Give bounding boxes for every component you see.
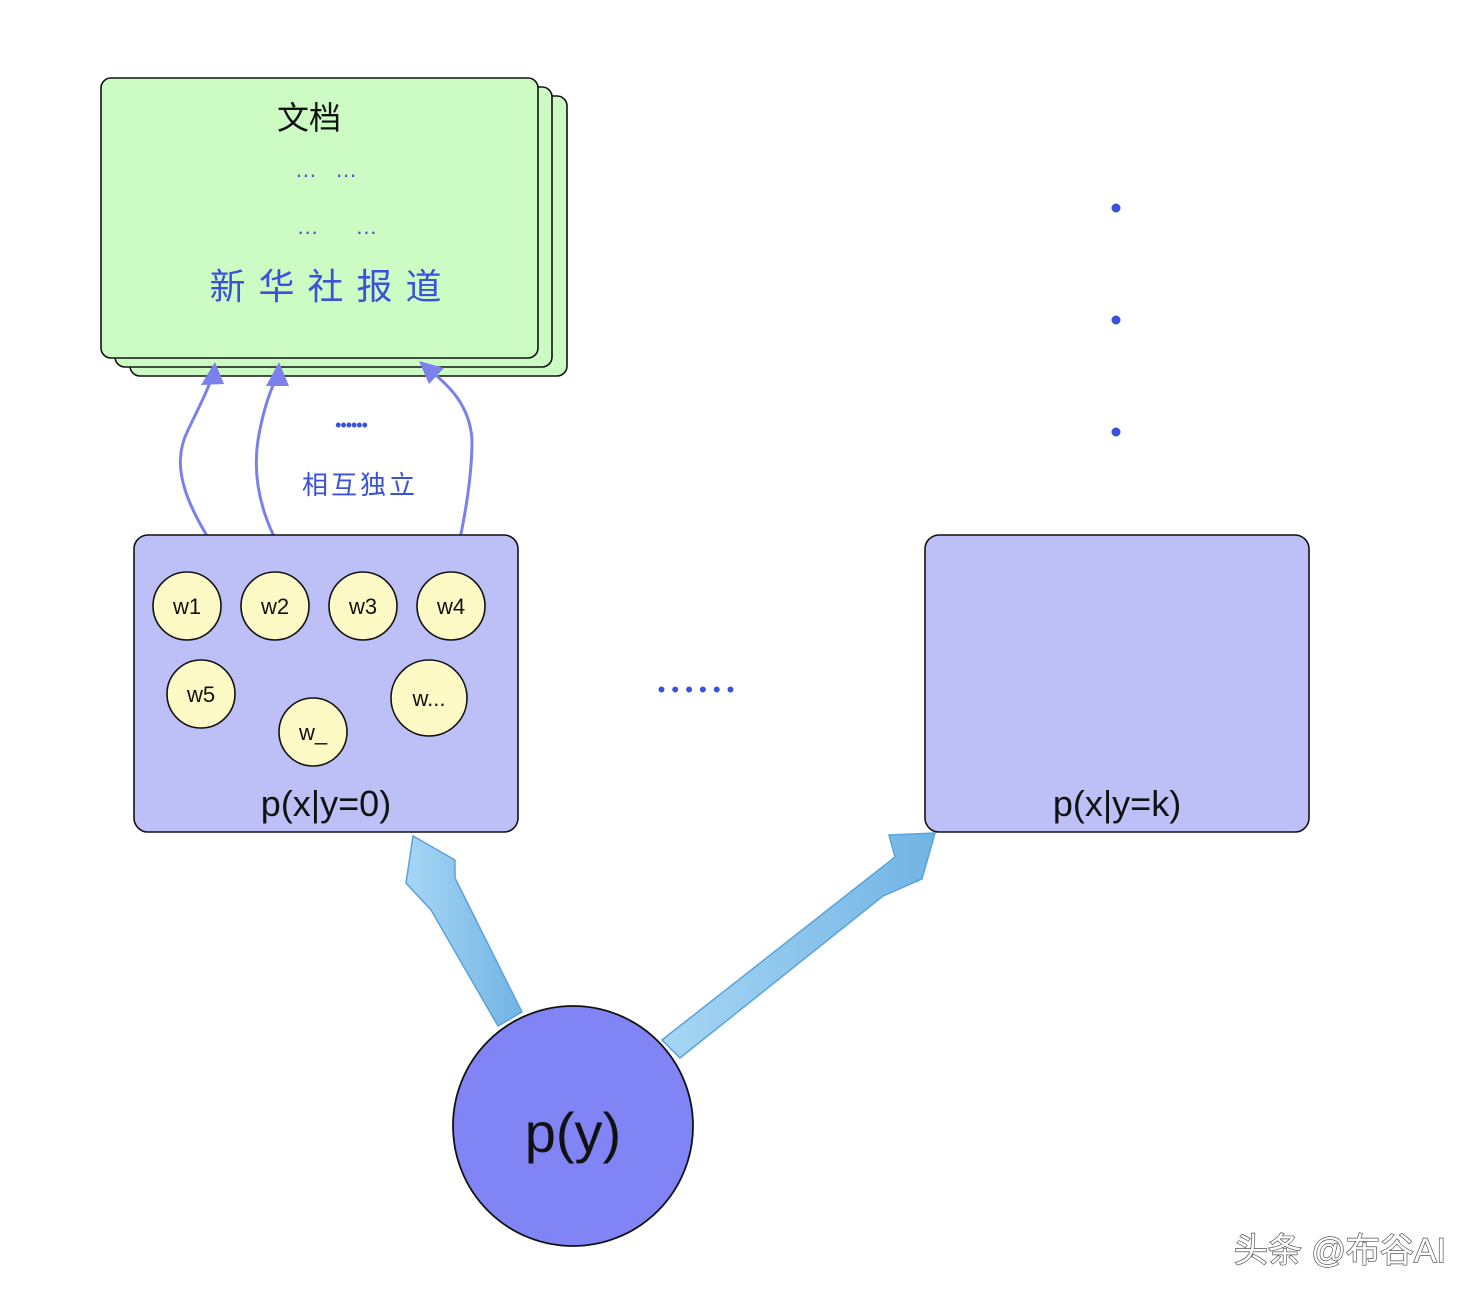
document-page-front (100, 77, 539, 359)
word-label: w5 (186, 682, 215, 707)
arrowhead-w4 (419, 361, 444, 384)
word-label: w2 (260, 594, 289, 619)
class-box-yk-label: p(x|y=k) (1053, 783, 1181, 824)
vertical-dot (1111, 203, 1121, 213)
document-headline: 新华社报道 (209, 267, 454, 308)
prior-circle (452, 1005, 694, 1247)
word-to-document-arrows (178, 370, 474, 561)
curve-arrowheads (201, 361, 444, 386)
prior-arrows (405, 832, 937, 1060)
prior-label: p(y) (525, 1101, 621, 1164)
word-label: w_ (298, 720, 328, 745)
curve-arrow-w1 (178, 375, 224, 561)
dots-between-boxes: • • • • • • (658, 677, 735, 702)
arrowhead-w1 (201, 362, 224, 385)
class-box-yk-frame (924, 534, 1310, 833)
word-node: w2 (240, 571, 310, 641)
document-ellipsis-row-2: … … (297, 214, 378, 239)
class-box-yk: p(x|y=k) (924, 534, 1310, 833)
word-nodes: w1 w2 w3 w4 w5 w_ (152, 571, 486, 767)
word-node: w_ (278, 697, 348, 767)
big-arrow-to-y0 (405, 834, 523, 1028)
arrowhead-w2 (266, 362, 289, 386)
word-node: w4 (416, 571, 486, 641)
independent-label: 相互独立 (302, 471, 418, 501)
curve-arrow-w4 (431, 370, 474, 561)
word-label: w3 (348, 594, 377, 619)
word-node: w3 (328, 571, 398, 641)
word-node: w5 (166, 659, 236, 729)
dots-between-arrows: •••••• (335, 415, 368, 435)
document-ellipsis-row-1: … … (295, 157, 357, 182)
class-box-y0: w1 w2 w3 w4 w5 w_ (133, 534, 519, 833)
word-node: w1 (152, 571, 222, 641)
curve-arrow-w2 (254, 377, 289, 561)
prior-node: p(y) (452, 1005, 694, 1247)
vertical-dot (1111, 315, 1121, 325)
vertical-dots (1111, 203, 1121, 437)
document-title: 文档 (277, 100, 341, 136)
document-stack: 文档 … … … … 新华社报道 (100, 77, 568, 377)
word-label: w... (411, 686, 445, 711)
word-label: w1 (172, 594, 201, 619)
big-arrow-to-yk (660, 832, 937, 1060)
watermark: 头条 @布谷AI (1234, 1232, 1446, 1270)
word-label: w4 (436, 594, 465, 619)
class-box-y0-label: p(x|y=0) (261, 783, 391, 824)
word-node: w... (390, 659, 468, 737)
vertical-dot (1111, 427, 1121, 437)
